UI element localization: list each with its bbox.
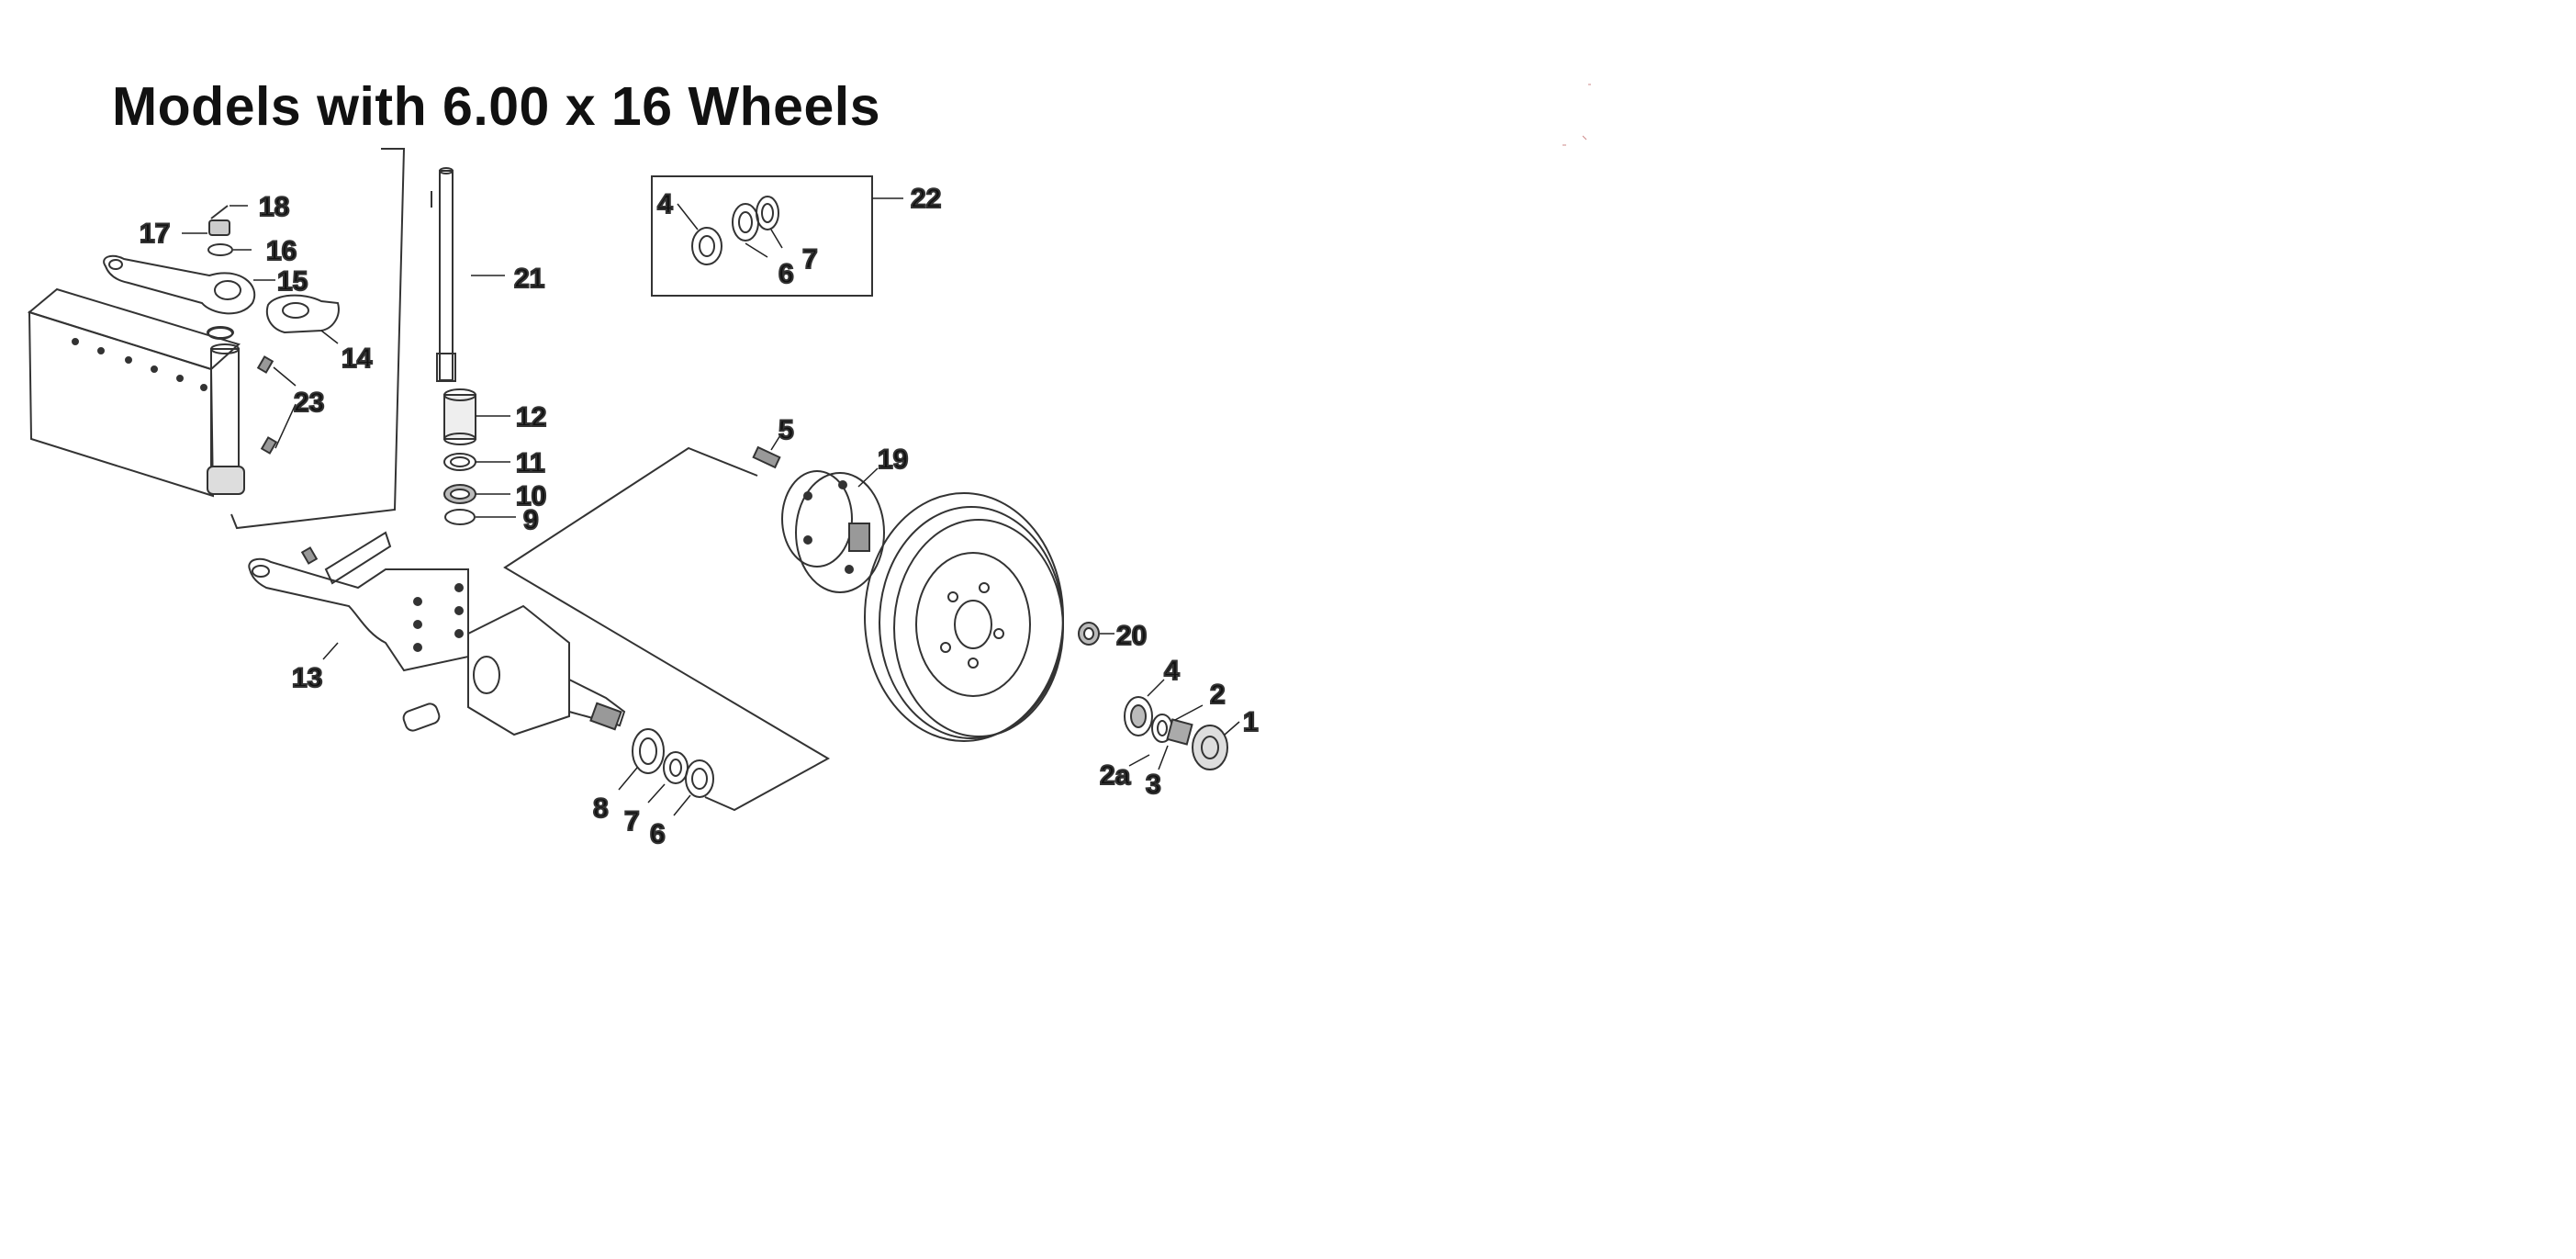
callout-2: 2 xyxy=(1210,680,1226,710)
lock-plate xyxy=(300,531,392,585)
callout-18: 18 xyxy=(259,192,289,222)
callout-2a: 2a xyxy=(1100,760,1131,791)
kit-box-22 xyxy=(651,175,873,297)
callout-22: 22 xyxy=(911,184,941,214)
page-title: Models with 6.00 x 16 Wheels xyxy=(112,76,881,137)
callout-7-kit: 7 xyxy=(802,244,818,275)
callout-17: 17 xyxy=(140,219,170,249)
bearing-10 xyxy=(443,484,476,504)
bearing-7-lower xyxy=(663,751,689,784)
callout-12: 12 xyxy=(516,402,546,433)
washer-9 xyxy=(444,509,476,525)
bearing-4-right xyxy=(1124,696,1153,736)
washer-16 xyxy=(207,243,233,256)
callout-16: 16 xyxy=(266,236,297,266)
steering-arm-13 xyxy=(248,557,469,672)
callout-4-right: 4 xyxy=(1164,656,1180,686)
callout-19: 19 xyxy=(878,444,908,475)
callout-11: 11 xyxy=(516,448,545,478)
callout-6-lower: 6 xyxy=(650,819,666,849)
pin xyxy=(402,703,441,732)
wheel-rim xyxy=(864,492,1064,742)
callout-20: 20 xyxy=(1116,621,1147,651)
castle-nut-17 xyxy=(208,205,230,236)
grease-fittings-23 xyxy=(256,355,278,455)
king-pin-21 xyxy=(431,167,456,382)
nut-20 xyxy=(1078,622,1100,646)
callout-4-kit: 4 xyxy=(657,189,673,219)
steering-arm-upper xyxy=(103,254,256,315)
leader-lines xyxy=(182,197,1240,816)
axle-beam xyxy=(27,287,241,498)
wheel-hub-19 xyxy=(781,470,885,593)
callout-8: 8 xyxy=(593,793,609,824)
specks xyxy=(1562,84,1591,146)
callout-3: 3 xyxy=(1146,770,1161,800)
group-bracket-left xyxy=(230,148,406,530)
bearing-6-lower xyxy=(685,759,714,798)
callout-15: 15 xyxy=(277,266,308,297)
callout-5: 5 xyxy=(778,415,794,445)
callout-1: 1 xyxy=(1243,707,1259,737)
seal-8 xyxy=(632,728,665,774)
washer-small xyxy=(207,327,233,340)
spindle-shaft xyxy=(207,326,245,495)
callout-7-lower: 7 xyxy=(624,806,640,837)
callout-14: 14 xyxy=(342,343,373,374)
bearing-11 xyxy=(443,453,476,471)
callout-6-kit: 6 xyxy=(778,259,794,289)
group-bracket-hub xyxy=(503,446,831,812)
callout-23: 23 xyxy=(294,388,324,418)
knuckle-arm xyxy=(266,294,340,334)
cap-1 xyxy=(1192,725,1228,770)
nut-3 xyxy=(1166,718,1193,746)
bolt-5 xyxy=(752,445,781,469)
bushing-12 xyxy=(443,388,476,445)
callout-13: 13 xyxy=(292,663,322,693)
spindle-block xyxy=(467,604,626,736)
callout-9: 9 xyxy=(523,505,539,535)
callout-21: 21 xyxy=(514,264,544,294)
callout-10: 10 xyxy=(516,481,546,511)
